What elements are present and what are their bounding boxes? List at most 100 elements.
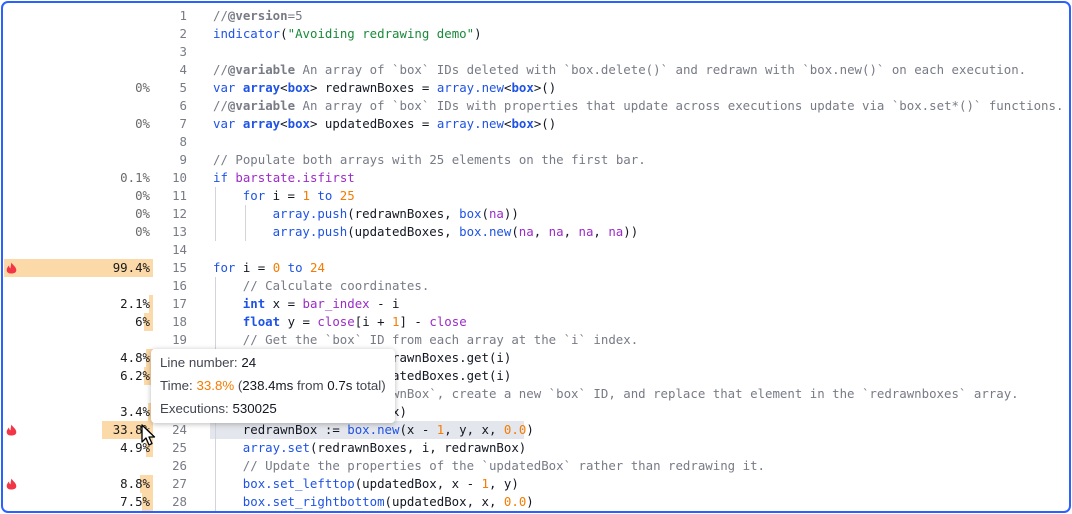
line-number: 9 bbox=[179, 152, 187, 167]
time-percent: 0% bbox=[135, 224, 150, 239]
mouse-pointer-icon bbox=[141, 424, 156, 446]
code-token: box bbox=[287, 80, 311, 95]
code-text[interactable]: array.push(updatedBoxes, box.new(na, na,… bbox=[273, 223, 639, 241]
profiler-gutter: 0.1% bbox=[3, 169, 153, 187]
code-token: // bbox=[213, 98, 228, 113]
code-text[interactable]: box.set_rightbottom(updatedBox, x, 0.0) bbox=[243, 493, 534, 511]
profiler-gutter bbox=[3, 61, 153, 79]
profiler-gutter bbox=[3, 7, 153, 25]
code-line[interactable]: 3 bbox=[3, 43, 1069, 61]
code-token: (updatedBox, x, bbox=[384, 494, 504, 509]
code-line[interactable]: 9 // Populate both arrays with 25 element… bbox=[3, 151, 1069, 169]
code-line[interactable]: 1//@version=5 bbox=[3, 7, 1069, 25]
profiler-gutter bbox=[3, 277, 153, 295]
code-text[interactable]: // Get the `box` ID from each array at t… bbox=[243, 331, 638, 349]
code-line[interactable]: 26// Update the properties of the `updat… bbox=[3, 457, 1069, 475]
indent-guide bbox=[215, 313, 216, 331]
code-token: 1 bbox=[481, 476, 489, 491]
code-token: > redrawnBoxes = bbox=[310, 80, 437, 95]
code-text[interactable]: indicator("Avoiding redrawing demo") bbox=[213, 25, 482, 43]
code-text[interactable]: for i = 0 to 24 bbox=[213, 259, 325, 277]
code-line[interactable]: 0% 13 array.push(updatedBoxes, box.new(na,… bbox=[3, 223, 1069, 241]
code-token: >() bbox=[533, 116, 557, 131]
code-token: , bbox=[533, 224, 549, 239]
code-text[interactable]: // Populate both arrays with 25 elements… bbox=[213, 151, 646, 169]
code-line[interactable]: 14 bbox=[3, 241, 1069, 259]
time-heat-bar bbox=[144, 313, 153, 331]
code-text[interactable]: var array<box> redrawnBoxes = array.new<… bbox=[213, 79, 556, 97]
code-token: An array of `box` IDs deleted with `box.… bbox=[295, 62, 1027, 77]
profiler-gutter bbox=[3, 457, 153, 475]
code-token: , bbox=[563, 224, 579, 239]
code-line[interactable]: 6//@variable An array of `box` IDs with … bbox=[3, 97, 1069, 115]
code-text[interactable]: redrawnBox := box.new(x - 1, y, x, 0.0) bbox=[243, 421, 534, 439]
code-token: var bbox=[213, 80, 243, 95]
time-percent: 0% bbox=[135, 206, 150, 221]
time-percent: 0% bbox=[135, 80, 150, 95]
tooltip-time-total: 0.7s bbox=[327, 378, 353, 393]
indent-guide bbox=[244, 223, 246, 241]
code-text[interactable]: //@version=5 bbox=[213, 7, 303, 25]
code-text[interactable]: float y = close[i + 1] - close bbox=[243, 313, 467, 331]
code-line[interactable]: 19// Get the `box` ID from each array at… bbox=[3, 331, 1069, 349]
time-heat-bar bbox=[145, 349, 153, 367]
code-token: na bbox=[488, 206, 504, 221]
code-line[interactable]: 4//@variable An array of `box` IDs delet… bbox=[3, 61, 1069, 79]
tooltip-line-number: Line number: 24 bbox=[160, 355, 256, 370]
tooltip-line-value: 24 bbox=[241, 355, 257, 370]
line-number: 12 bbox=[172, 206, 187, 221]
line-number: 11 bbox=[172, 188, 187, 203]
code-token: (redrawnBoxes, i, redrawnBox) bbox=[309, 440, 527, 455]
code-line[interactable]: 0% 12 array.push(redrawnBoxes, box(na)) bbox=[3, 205, 1069, 223]
code-text[interactable]: for i = 1 to 25 bbox=[243, 187, 355, 205]
line-number: 25 bbox=[172, 440, 187, 455]
code-token: @version bbox=[227, 8, 288, 23]
line-number: 13 bbox=[172, 224, 187, 239]
code-token: ] - bbox=[399, 314, 430, 329]
time-heat-bar bbox=[145, 439, 153, 457]
code-text[interactable]: // Calculate coordinates. bbox=[243, 277, 430, 295]
code-token: x = bbox=[265, 296, 303, 311]
code-text[interactable]: int x = bar_index - i bbox=[243, 295, 400, 313]
code-text[interactable]: var array<box> updatedBoxes = array.new<… bbox=[213, 115, 556, 133]
code-token: "Avoiding redrawing demo" bbox=[287, 26, 475, 41]
profiler-gutter: 2.1% bbox=[3, 295, 153, 313]
code-line[interactable]: 16// Calculate coordinates. bbox=[3, 277, 1069, 295]
code-text[interactable]: array.push(redrawnBoxes, box(na)) bbox=[273, 205, 519, 223]
code-line[interactable]: 8 bbox=[3, 133, 1069, 151]
code-token: // Update the properties of the `updated… bbox=[242, 458, 765, 473]
code-token: array bbox=[242, 80, 281, 95]
code-token: (updatedBox, x - bbox=[354, 476, 482, 491]
code-token: // Get the `box` ID from each array at t… bbox=[242, 332, 639, 347]
code-text[interactable]: //@variable An array of `box` IDs delete… bbox=[213, 61, 1026, 79]
profiler-gutter bbox=[3, 385, 153, 403]
code-text[interactable]: if barstate.isfirst bbox=[213, 169, 355, 187]
tooltip-time-label: Time: bbox=[160, 378, 197, 393]
time-percent: 7.5% bbox=[120, 494, 150, 509]
tooltip-time-open: ( bbox=[234, 378, 243, 393]
code-text[interactable]: box.set_lefttop(updatedBox, x - 1, y) bbox=[243, 475, 519, 493]
code-text[interactable]: // Update the properties of the `updated… bbox=[243, 457, 765, 475]
code-token: for bbox=[213, 260, 243, 275]
code-token: barstate.isfirst bbox=[235, 170, 355, 185]
tooltip-time: Time: 33.8% (238.4ms from 0.7s total) bbox=[160, 378, 386, 393]
time-percent: 2.1% bbox=[120, 296, 150, 311]
code-text[interactable]: array.set(redrawnBoxes, i, redrawnBox) bbox=[243, 439, 526, 457]
tooltip-time-ms: 238.4ms bbox=[242, 378, 294, 393]
code-text[interactable]: //@variable An array of `box` IDs with p… bbox=[213, 97, 1063, 115]
indent-guide bbox=[215, 277, 216, 295]
time-heat-bar bbox=[149, 295, 153, 313]
